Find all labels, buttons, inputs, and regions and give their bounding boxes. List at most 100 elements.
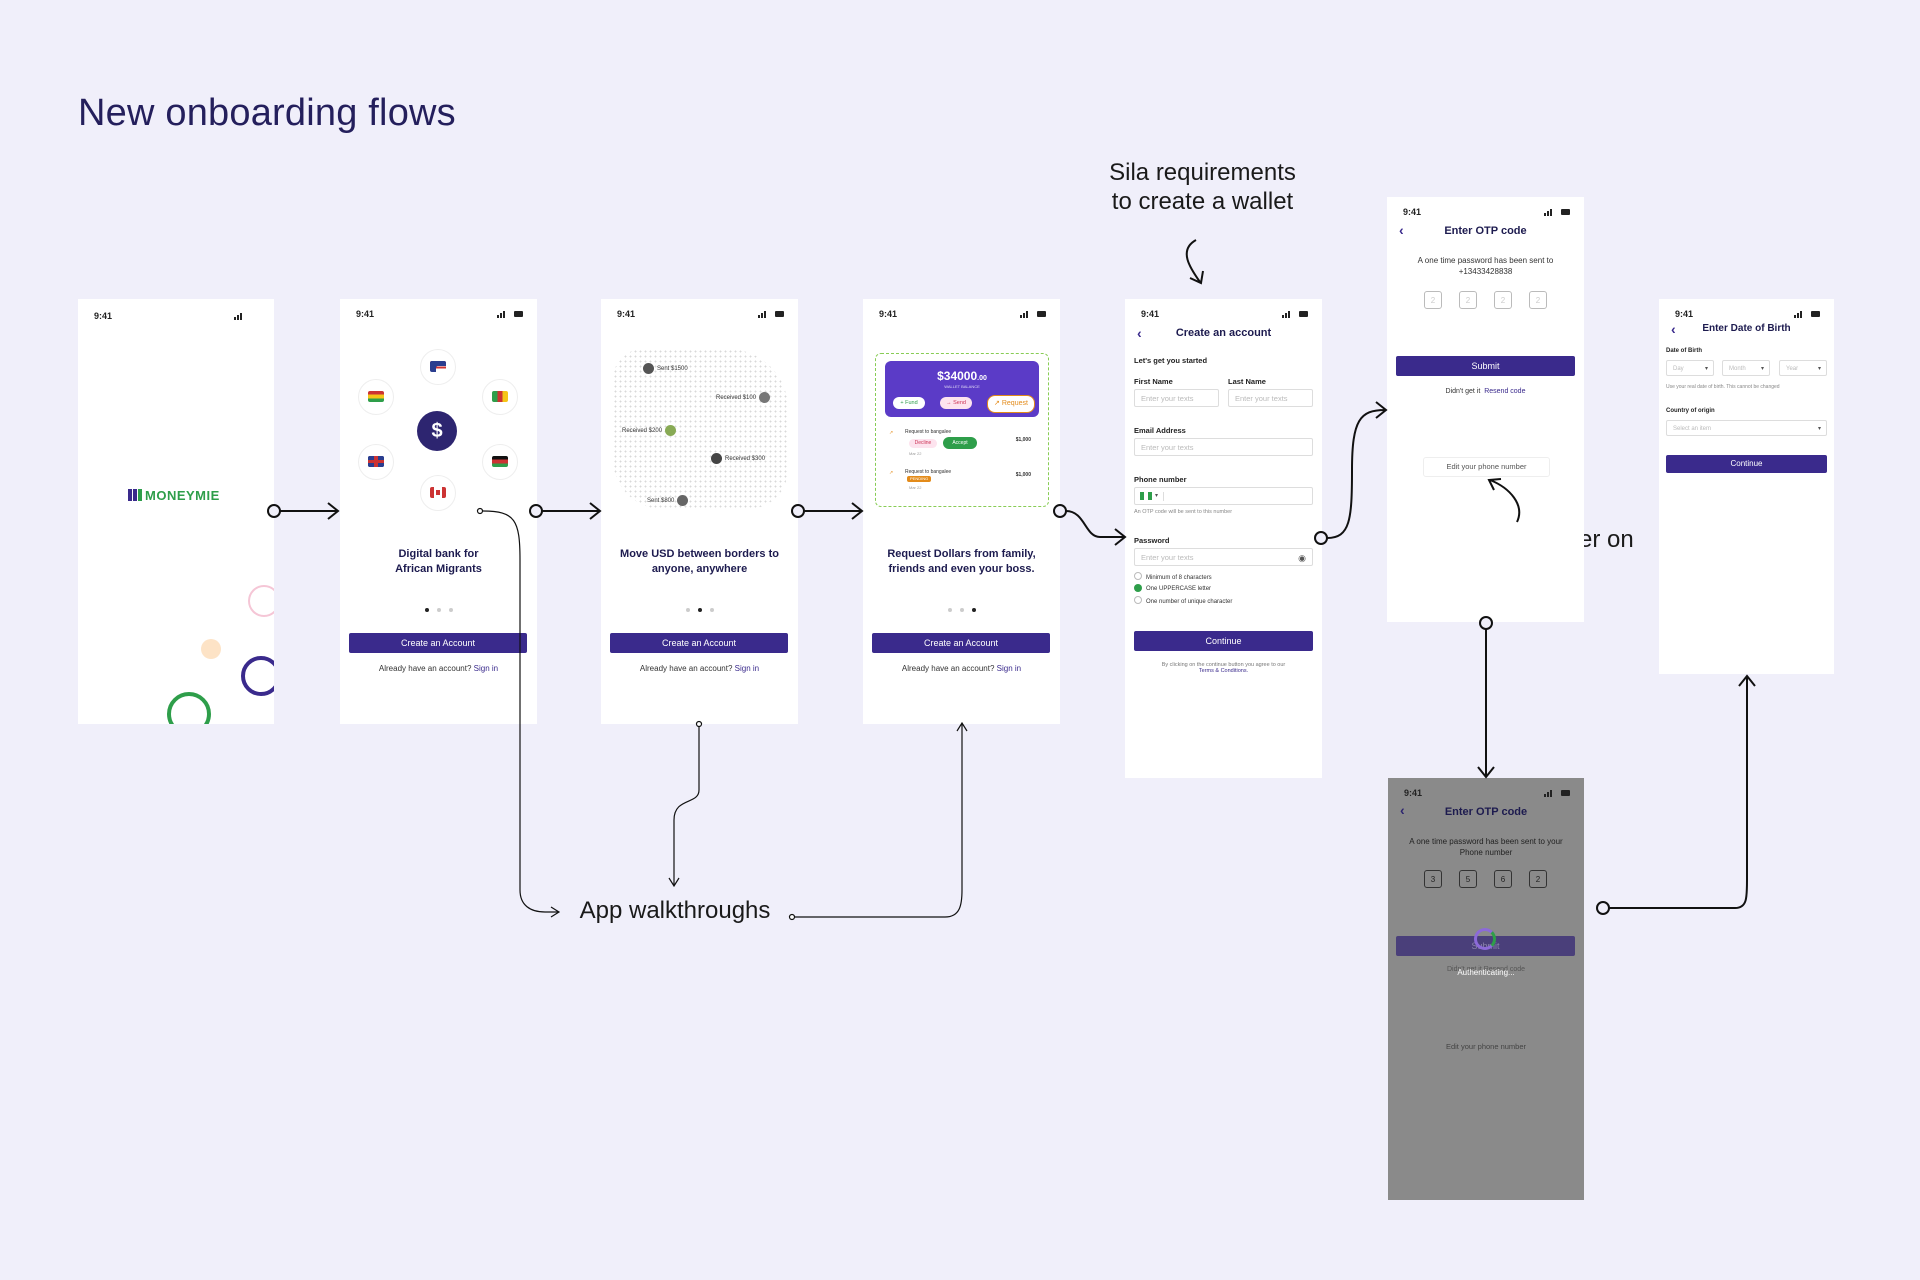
otp-digit-input[interactable]: 2 bbox=[1529, 870, 1547, 888]
create-account-button[interactable]: Create an Account bbox=[872, 633, 1050, 653]
otp-digit-input[interactable]: 5 bbox=[1459, 870, 1477, 888]
otp-message-text: A one time password has been sent to bbox=[1417, 256, 1554, 265]
send-button[interactable]: → Send bbox=[940, 397, 972, 409]
continue-button[interactable]: Continue bbox=[1666, 455, 1827, 473]
decline-button[interactable]: Decline bbox=[909, 439, 937, 448]
connector-arrow bbox=[1326, 401, 1388, 539]
page-indicator bbox=[601, 608, 798, 612]
dob-hint: Use your real date of birth. This cannot… bbox=[1666, 384, 1780, 390]
signin-prompt: Already have an account? Sign in bbox=[863, 664, 1060, 673]
chevron-down-icon: ▾ bbox=[1817, 366, 1821, 372]
edit-phone-button[interactable]: Edit your phone number bbox=[1423, 457, 1550, 477]
wallet-balance-suffix: .00 bbox=[977, 375, 987, 382]
back-icon[interactable]: ‹ bbox=[1400, 802, 1405, 818]
signin-prompt: Already have an account? Sign in bbox=[601, 664, 798, 673]
signin-link[interactable]: Sign in bbox=[734, 664, 760, 673]
resend-code-link[interactable]: Resend code bbox=[1484, 388, 1526, 395]
continue-button[interactable]: Continue bbox=[1134, 631, 1313, 651]
status-bar: 9:41 bbox=[1659, 309, 1834, 323]
status-time: 9:41 bbox=[1141, 309, 1160, 319]
rule-unchecked-icon bbox=[1134, 572, 1142, 580]
pending-badge: PENDING bbox=[907, 476, 932, 482]
connector-node bbox=[1596, 901, 1610, 915]
request-item: ↗ Request to bangalee PENDING $1,000 Mar… bbox=[885, 465, 1039, 495]
create-account-button[interactable]: Create an Account bbox=[610, 633, 788, 653]
phone-input[interactable]: ▾ bbox=[1134, 487, 1313, 505]
chevron-down-icon: ▾ bbox=[1155, 493, 1159, 499]
month-select[interactable]: Month▾ bbox=[1722, 360, 1770, 376]
back-icon[interactable]: ‹ bbox=[1137, 325, 1142, 341]
password-placeholder: Enter your texts bbox=[1141, 553, 1194, 562]
coin-icon bbox=[248, 585, 274, 617]
status-time: 9:41 bbox=[356, 309, 375, 319]
signal-icon bbox=[1794, 311, 1820, 318]
coin-icon bbox=[167, 692, 211, 724]
signin-link[interactable]: Sign in bbox=[996, 664, 1022, 673]
create-account-button[interactable]: Create an Account bbox=[349, 633, 527, 653]
back-icon[interactable]: ‹ bbox=[1399, 222, 1404, 238]
connector-arrow bbox=[1477, 629, 1495, 779]
walkthrough-title: Move USD between borders to anyone, anyw… bbox=[620, 548, 779, 575]
password-input[interactable]: Enter your texts ◉ bbox=[1134, 548, 1313, 566]
screen-title: Create an account bbox=[1175, 327, 1272, 339]
logo-text: MONEYMIE bbox=[145, 488, 220, 503]
signin-link[interactable]: Sign in bbox=[473, 664, 499, 673]
connector-arrow bbox=[280, 502, 340, 520]
country-select[interactable]: Select an item▾ bbox=[1666, 420, 1827, 436]
day-select[interactable]: Day▾ bbox=[1666, 360, 1714, 376]
status-time: 9:41 bbox=[1403, 207, 1422, 217]
fund-button[interactable]: + Fund bbox=[893, 397, 925, 409]
signin-text: Already have an account? bbox=[901, 664, 995, 673]
subtitle: Let's get you started bbox=[1134, 356, 1208, 365]
connector-node bbox=[788, 913, 796, 921]
country-select-value: Select an item bbox=[1673, 426, 1712, 432]
rule-unchecked-icon bbox=[1134, 596, 1142, 604]
rule-checked-icon bbox=[1134, 584, 1142, 592]
flag-canada-icon bbox=[420, 475, 456, 511]
otp-digit-input[interactable]: 6 bbox=[1494, 870, 1512, 888]
terms-text: By clicking on the continue button you a… bbox=[1135, 662, 1312, 674]
map-label-text: Received $200 bbox=[622, 428, 663, 435]
logo: MONEYMIE bbox=[128, 488, 220, 508]
signal-icon bbox=[1020, 311, 1046, 318]
country-code-select[interactable]: ▾ bbox=[1139, 492, 1164, 501]
dob-label: Date of Birth bbox=[1666, 348, 1702, 354]
otp-digit-input[interactable]: 2 bbox=[1459, 291, 1477, 309]
rule-text: Minimum of 8 characters bbox=[1146, 575, 1212, 581]
status-bar: 9:41 bbox=[601, 309, 798, 323]
signal-icon bbox=[1544, 209, 1570, 216]
otp-digit-input[interactable]: 2 bbox=[1424, 291, 1442, 309]
request-button[interactable]: ↗ Request bbox=[987, 395, 1035, 413]
otp-digit-input[interactable]: 2 bbox=[1494, 291, 1512, 309]
request-item: ↗ Request to bangalee Decline Accept $1,… bbox=[885, 425, 1039, 459]
terms-link[interactable]: Terms & Conditions. bbox=[1198, 668, 1249, 674]
eye-icon[interactable]: ◉ bbox=[1298, 553, 1306, 563]
connector-arrow bbox=[1609, 674, 1756, 909]
day-select-value: Day bbox=[1673, 366, 1684, 372]
first-name-input[interactable]: Enter your texts bbox=[1134, 389, 1219, 407]
year-select-value: Year bbox=[1786, 366, 1799, 372]
signin-prompt: Already have an account? Sign in bbox=[340, 664, 537, 673]
walkthrough-title: Digital bank for African Migrants bbox=[395, 548, 482, 575]
flag-uk-icon bbox=[358, 444, 394, 480]
last-name-input[interactable]: Enter your texts bbox=[1228, 389, 1313, 407]
country-label: Country of origin bbox=[1666, 408, 1715, 414]
password-rule: Minimum of 8 characters bbox=[1134, 572, 1212, 581]
walkthrough-screen-1: 9:41 $ Digital bank for African Migrants… bbox=[340, 299, 537, 724]
walkthrough-title: Request Dollars from family, friends and… bbox=[887, 548, 1036, 575]
otp-digit-input[interactable]: 2 bbox=[1529, 291, 1547, 309]
submit-button[interactable]: Submit bbox=[1396, 356, 1575, 376]
edit-phone-button[interactable]: Edit your phone number bbox=[1445, 1042, 1527, 1051]
email-input[interactable]: Enter your texts bbox=[1134, 438, 1313, 456]
otp-digit-input[interactable]: 3 bbox=[1424, 870, 1442, 888]
map-label: Received $200 bbox=[622, 425, 677, 436]
wallet-balance: $34000 bbox=[937, 369, 978, 383]
request-date: Mar 22 bbox=[909, 451, 922, 456]
back-icon[interactable]: ‹ bbox=[1671, 321, 1676, 337]
status-bar: 9:41 bbox=[1388, 788, 1584, 802]
year-select[interactable]: Year ▾ bbox=[1779, 360, 1827, 376]
connector-arrow bbox=[804, 502, 864, 520]
connector-arrow bbox=[542, 502, 602, 520]
accept-button[interactable]: Accept bbox=[943, 437, 977, 449]
status-time: 9:41 bbox=[1675, 309, 1694, 319]
